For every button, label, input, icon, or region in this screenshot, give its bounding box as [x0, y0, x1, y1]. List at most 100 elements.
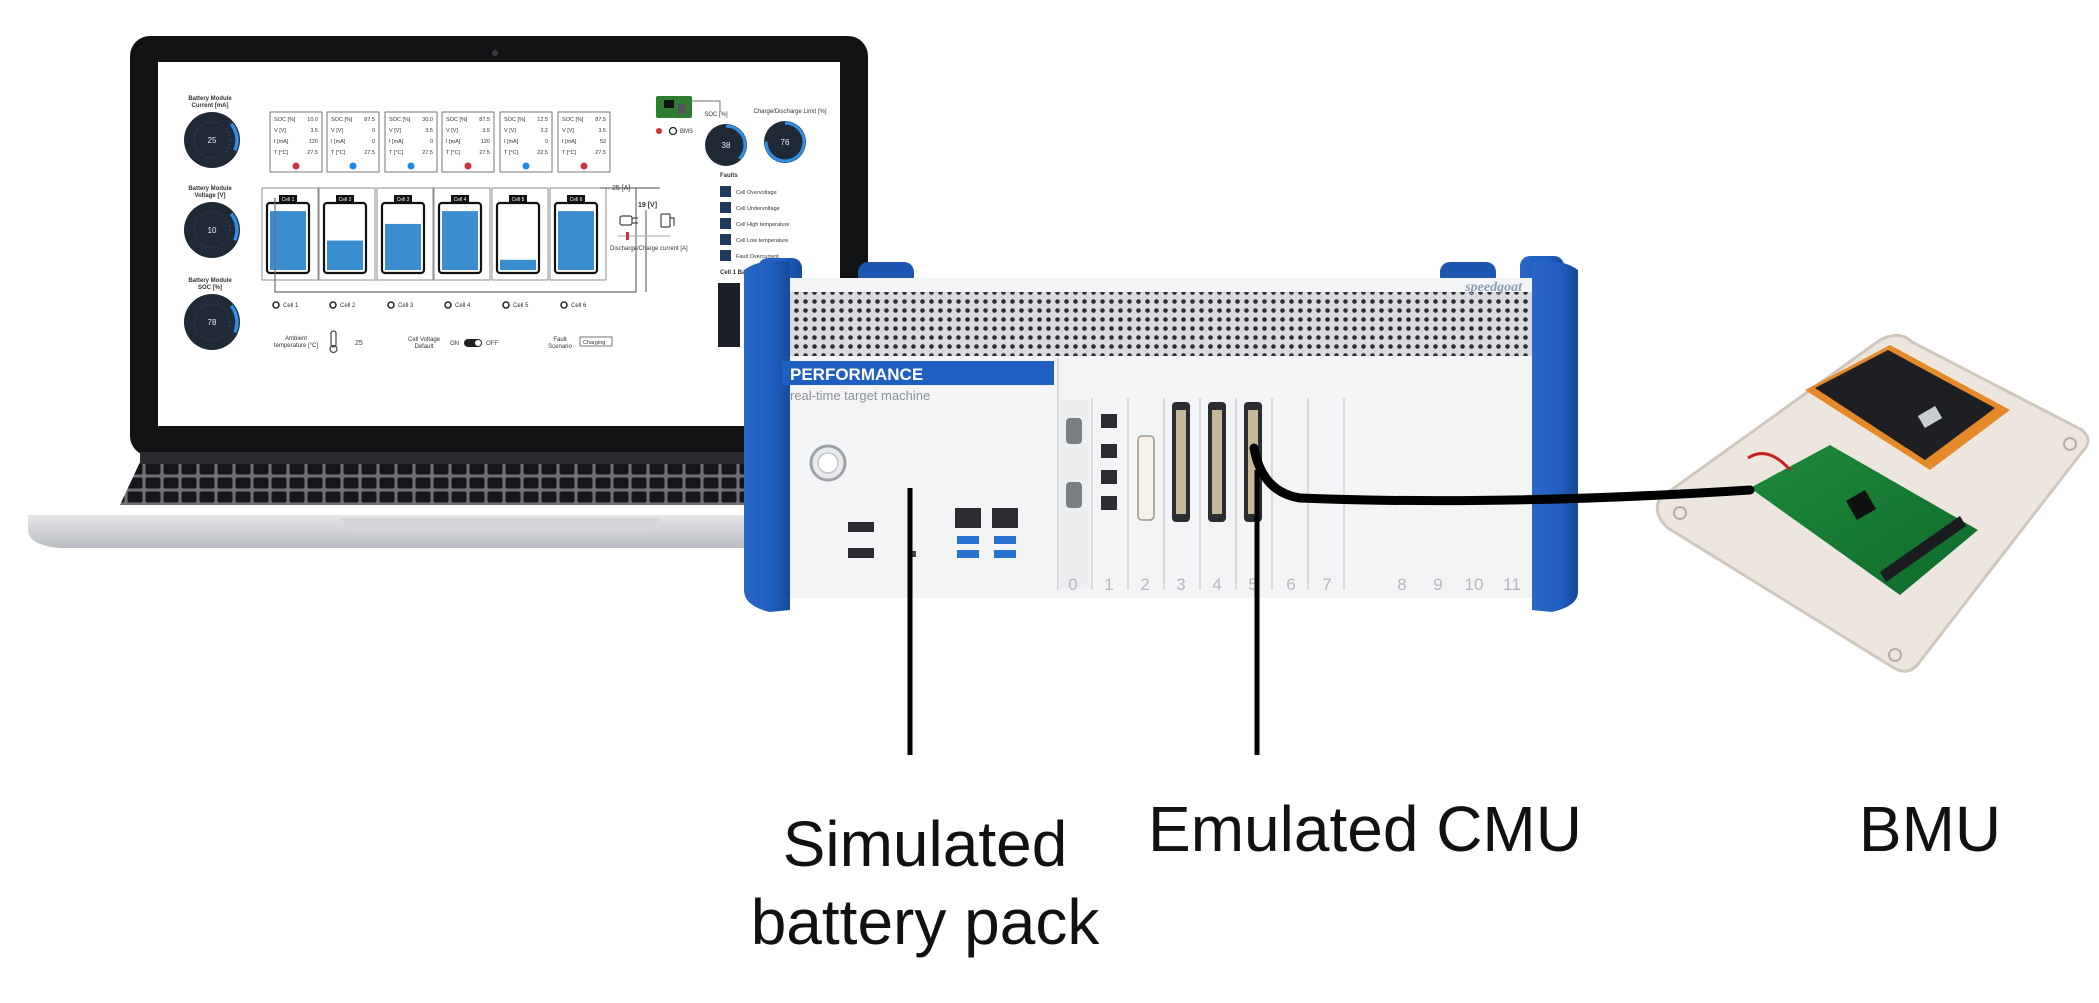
cell-3-row-label-4: T [°C]: [389, 150, 403, 156]
cell-4-status-dot: [464, 162, 472, 170]
cell-3-charge: [385, 223, 421, 270]
battery-pack-label-line-2: battery pack: [750, 886, 1100, 959]
cell-voltage-default-label-1: Cell Voltage: [408, 337, 441, 343]
cell-5-row-label-4: T [°C]: [504, 150, 518, 156]
cell-1-terminal: [279, 195, 297, 203]
gauge-ticks-2: [193, 211, 231, 249]
soc-gauge-title: SOC [%]: [704, 112, 728, 118]
slot-number-11: 11: [1503, 575, 1521, 594]
cell-voltage-toggle[interactable]: [464, 339, 482, 347]
current-slider[interactable]: [618, 232, 670, 240]
cell-3-status-dot: [407, 162, 415, 170]
cell-3-radio[interactable]: [387, 301, 395, 309]
cell-1-radio[interactable]: [272, 301, 280, 309]
audio-port: [910, 551, 916, 557]
cell-3-row-label-1: SOC [%]: [389, 117, 411, 123]
gauge-title-2: Battery Module: [188, 186, 232, 192]
cell-3-row-value-1: 30.0: [422, 117, 433, 123]
cell-4-row-label-2: V [V]: [446, 128, 458, 134]
bracket-left: [744, 261, 790, 612]
cell-6-radio[interactable]: [560, 301, 568, 309]
cell-1-row-value-2: 3.5: [310, 128, 318, 134]
cell-3-row-value-4: 27.5: [422, 150, 433, 156]
cell-4-terminal-label: Cell 4: [454, 197, 467, 203]
gauge-title-3: Battery Module: [188, 278, 232, 284]
bus-wiring: [274, 187, 660, 293]
fault-indicator-5: [720, 250, 731, 261]
slot-number-8: 8: [1397, 575, 1406, 594]
cell-2-row-label-1: SOC [%]: [331, 117, 353, 123]
cell-1-row-label-1: SOC [%]: [274, 117, 296, 123]
brand-logo: speedgoat: [1464, 280, 1523, 295]
cell-1-row-value-4: 27.5: [307, 150, 318, 156]
cell-1-row-value-3: 120: [309, 139, 318, 145]
cell-1-info-card: [269, 111, 323, 173]
red-wire: [1747, 452, 1792, 471]
cell-2-radio[interactable]: [329, 301, 337, 309]
fault-indicator-4: [720, 234, 731, 245]
cell-2-frame: [318, 187, 376, 281]
ambient-label-2: temperature [°C]: [274, 343, 318, 349]
cell-5-row-value-1: 12.5: [537, 117, 548, 123]
gauge-dial-2: [184, 202, 240, 258]
cell-6-status-dot: [580, 162, 588, 170]
fault-indicator-2: [720, 202, 731, 213]
cell-4-terminal: [451, 195, 469, 203]
cell-3-terminal-label: Cell 3: [397, 197, 410, 203]
gauge-ticks-3: [193, 303, 231, 341]
io-slots: [1057, 358, 1345, 590]
cell-5-radio[interactable]: [502, 301, 510, 309]
usb-port-4: [994, 550, 1016, 558]
cell-5-row-value-2: 3.2: [540, 128, 548, 134]
bmu-label: BMU: [1858, 793, 2002, 865]
bus-voltage-label: 19 [V]: [638, 202, 657, 209]
slot-number-2: 2: [1140, 575, 1149, 594]
cell-6-label: Cell 6: [571, 303, 587, 309]
cell-5-charge: [500, 259, 536, 270]
header-connector: [1880, 516, 1966, 582]
cell-6-row-value-4: 27.5: [595, 150, 606, 156]
cell-4-radio[interactable]: [444, 301, 452, 309]
cell-1-row-value-1: 10.0: [307, 117, 318, 123]
fault-label-1: Cell Overvoltage: [736, 190, 777, 196]
toggle-on-label: ON: [450, 341, 459, 347]
cell-4-label: Cell 4: [455, 303, 471, 309]
mount-hole-1: [1673, 506, 1687, 520]
cell-2-row-value-3: 0: [372, 139, 375, 145]
cell-voltage-default-label-2: Default: [414, 344, 433, 350]
cell-6-terminal-label: Cell 6: [570, 197, 583, 203]
mount-hole-2: [1888, 648, 1902, 662]
gauge-title-1: Battery Module: [188, 96, 232, 102]
serial-port-1: [1066, 418, 1082, 444]
fault-label-2: Cell Undervoltage: [736, 206, 780, 212]
slot-number-0: 0: [1068, 575, 1077, 594]
cell-3-terminal: [394, 195, 412, 203]
cell-6-row-label-3: I [mA]: [562, 139, 577, 145]
ethernet-port-1: [955, 508, 981, 528]
touchpad: [340, 518, 660, 532]
slot-number-9: 9: [1433, 575, 1442, 594]
cmu-bmu-cable: [1249, 443, 1755, 506]
faults-title: Faults: [720, 173, 738, 179]
cell-6-row-label-2: V [V]: [562, 128, 574, 134]
bms-indicator: [656, 128, 662, 134]
slot-number-3: 3: [1176, 575, 1185, 594]
cell-5-terminal: [509, 195, 527, 203]
cell-6-row-value-1: 87.5: [595, 117, 606, 123]
ambient-value: 25: [355, 340, 363, 347]
cell-2-row-value-2: 0: [372, 128, 375, 134]
mount-hole-3: [2063, 437, 2077, 451]
cell-2-terminal: [336, 195, 354, 203]
fault-scenario-select[interactable]: Charging: [579, 336, 613, 347]
cell-6-info-card: [557, 111, 611, 173]
fault-label-4: Cell Low temperature: [736, 238, 788, 244]
cell-5-row-value-3: 0: [545, 139, 548, 145]
cell-balance-panel: [718, 283, 740, 347]
vent-mesh: [784, 292, 1542, 356]
bracket-right: [1532, 261, 1578, 612]
cell-1-row-label-3: I [mA]: [274, 139, 289, 145]
cell-3-row-value-2: 3.5: [425, 128, 433, 134]
bms-radio[interactable]: [668, 126, 678, 136]
